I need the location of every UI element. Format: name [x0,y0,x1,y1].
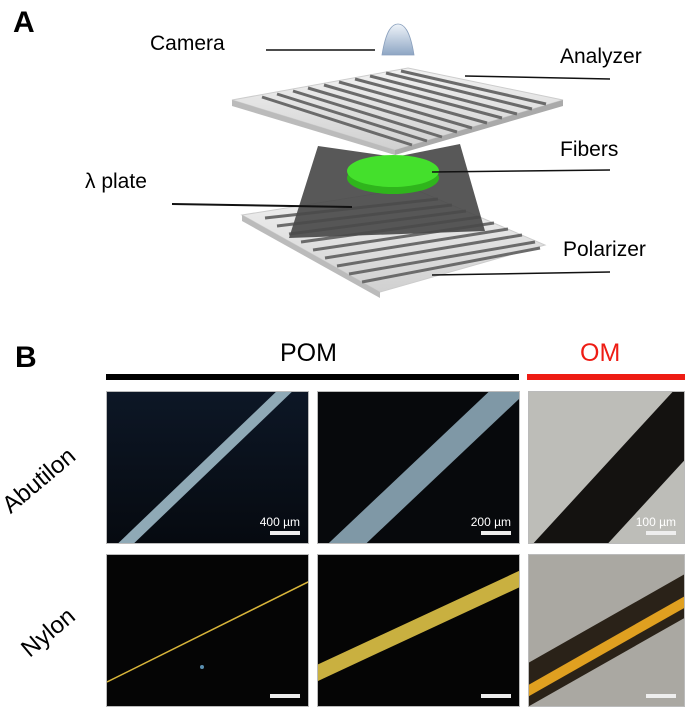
camera-label: Camera [150,32,225,55]
lambda-plate-label: λ plate [85,170,147,193]
analyzer-label: Analyzer [560,45,642,68]
om-bar [527,374,685,380]
scale-bar [270,692,300,698]
micrograph-nylon-om [528,554,685,707]
micrograph-nylon-pom-high [317,554,520,707]
analyzer-filter-icon [231,67,564,155]
scale-bar: 200 µm [471,516,511,535]
polarized-microscope-diagram [171,23,611,298]
micrograph-nylon-pom-low [106,554,309,707]
row-label-abutilon: Abutilon [0,442,81,519]
fibers-label: Fibers [560,138,619,161]
camera-icon [381,23,415,56]
om-header: OM [580,339,621,367]
panel-a-letter: A [13,6,35,39]
scale-bar: 400 µm [260,516,300,535]
row-label-nylon: Nylon [16,602,81,663]
scale-bar [481,692,511,698]
scale-bar [646,692,676,698]
scale-bar: 100 µm [636,516,676,535]
micrograph-abutilon-pom-low: 400 µm [106,391,309,544]
micrograph-abutilon-pom-high: 200 µm [317,391,520,544]
micrograph-abutilon-om: 100 µm [528,391,685,544]
fibers-disc-icon [347,155,439,194]
pom-header: POM [280,339,337,367]
pom-bar [106,374,519,380]
polarizer-label: Polarizer [563,238,646,261]
panel-b-letter: B [15,341,37,374]
